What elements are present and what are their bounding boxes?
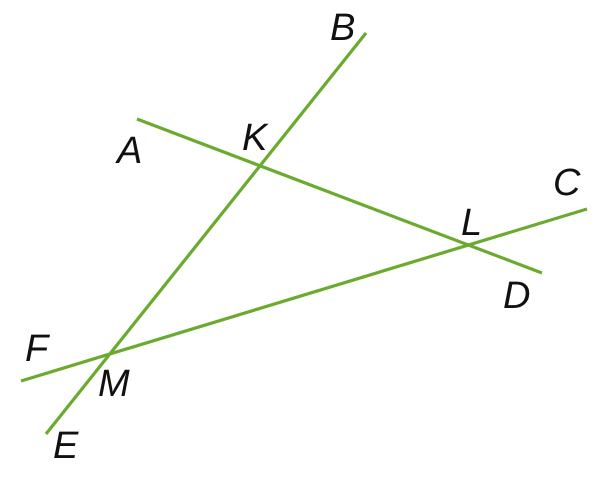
label-point-K: K xyxy=(242,117,269,159)
line-FC xyxy=(20,207,588,383)
label-point-F: F xyxy=(25,328,50,370)
line-AD xyxy=(136,117,543,275)
label-point-B: B xyxy=(330,7,355,49)
label-point-A: A xyxy=(115,130,142,172)
label-point-L: L xyxy=(461,202,482,244)
label-point-E: E xyxy=(53,425,79,467)
label-point-D: D xyxy=(503,275,530,317)
label-point-C: C xyxy=(553,162,581,204)
label-point-M: M xyxy=(98,363,130,405)
line-EB xyxy=(44,32,368,435)
